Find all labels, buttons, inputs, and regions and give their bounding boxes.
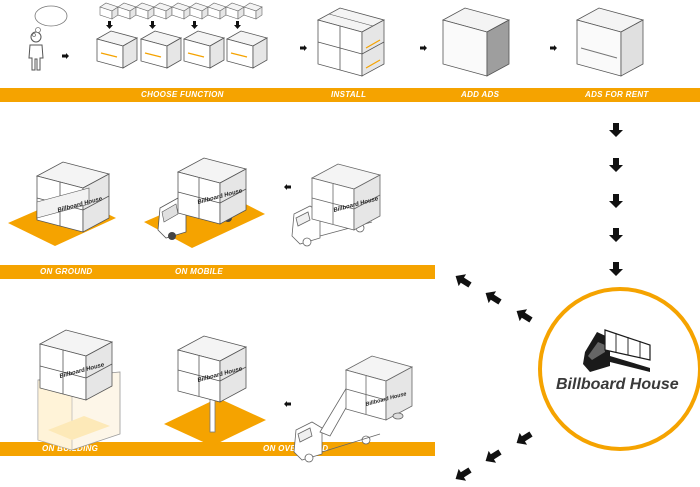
building-billboard bbox=[37, 329, 121, 451]
add-ads-box bbox=[441, 7, 511, 77]
crane-truck-outline bbox=[293, 355, 414, 463]
arrow-diagonal-icon bbox=[481, 446, 504, 467]
label-install: INSTALL bbox=[331, 90, 367, 99]
arrow-down-icon bbox=[609, 123, 623, 137]
thought-cloud-icon bbox=[32, 5, 68, 37]
ground-billboard bbox=[8, 161, 116, 246]
label-on-ground: ON GROUND bbox=[40, 267, 93, 276]
logo-text: Billboard House bbox=[556, 376, 679, 393]
arrow-down-icon bbox=[609, 262, 623, 276]
label-ads-for-rent: ADS FOR RENT bbox=[585, 90, 649, 99]
arrow-diagonal-icon bbox=[512, 305, 535, 326]
function-box-1 bbox=[95, 30, 139, 69]
arrow-right-icon bbox=[420, 45, 427, 51]
arrow-down-icon bbox=[609, 194, 623, 208]
truck-outline bbox=[291, 163, 382, 247]
label-on-mobile: ON MOBILE bbox=[175, 267, 224, 276]
mini-down-arrows bbox=[106, 21, 241, 29]
function-box-3 bbox=[182, 30, 226, 69]
band-top bbox=[0, 88, 700, 102]
arrow-right-icon bbox=[62, 53, 69, 59]
arrow-left-icon bbox=[284, 401, 291, 407]
arrow-down-icon bbox=[609, 158, 623, 172]
install-stack bbox=[316, 7, 386, 77]
mini-cubes-row bbox=[99, 2, 263, 20]
arrow-left-icon bbox=[284, 184, 291, 190]
arrow-down-icon bbox=[609, 228, 623, 242]
arrow-diagonal-icon bbox=[451, 270, 474, 291]
function-box-4 bbox=[225, 30, 269, 69]
label-add-ads: ADD ADS bbox=[461, 90, 500, 99]
band-middle bbox=[0, 265, 435, 279]
function-box-2 bbox=[139, 30, 183, 69]
band-bottom bbox=[0, 442, 435, 456]
arrow-right-icon bbox=[300, 45, 307, 51]
arrow-diagonal-icon bbox=[512, 428, 535, 449]
ads-for-rent-box bbox=[575, 7, 645, 77]
truck-logo-icon bbox=[583, 329, 651, 372]
overhead-billboard bbox=[164, 335, 266, 446]
mobile-billboard bbox=[144, 157, 265, 248]
label-choose-function: CHOOSE FUNCTION bbox=[141, 90, 224, 99]
arrow-diagonal-icon bbox=[451, 464, 474, 485]
person-icon bbox=[28, 31, 44, 71]
logo-circle bbox=[538, 287, 700, 451]
arrow-diagonal-icon bbox=[481, 287, 504, 308]
arrow-right-icon bbox=[550, 45, 557, 51]
